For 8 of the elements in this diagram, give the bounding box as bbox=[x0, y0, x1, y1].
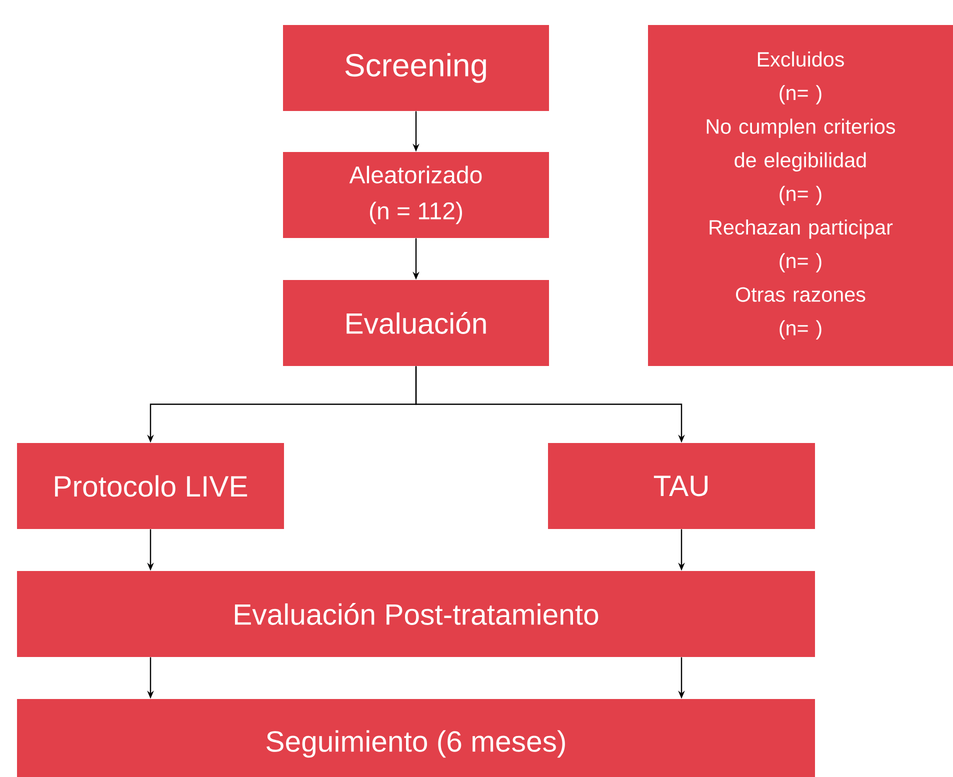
process-box: Evaluación Post-tratamiento bbox=[17, 571, 815, 657]
process-box: TAU bbox=[548, 443, 815, 529]
process-box: Screening bbox=[283, 25, 549, 111]
exclusion-box: Excluidos (n= ) No cumplen criterios de elegibilidad (n= ) Rechazan participar (n= ) Otras razones (n= ) bbox=[648, 25, 953, 366]
process-box: Aleatorizado (n = 112) bbox=[283, 152, 549, 238]
process-box: Protocolo LIVE bbox=[17, 443, 284, 529]
process-box: Seguimiento (6 meses) bbox=[17, 699, 815, 777]
process-box: Evaluación bbox=[283, 280, 549, 366]
